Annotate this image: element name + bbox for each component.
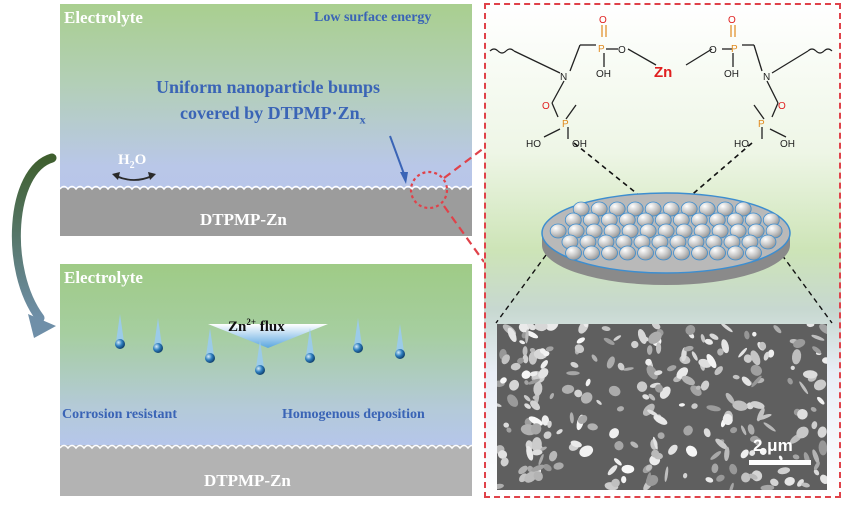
atom-ho-right: HO: [734, 139, 749, 150]
nanoparticle-bump: [590, 201, 608, 217]
flux-arrow: [208, 324, 328, 348]
nanoparticle-bump: [626, 201, 644, 217]
zn-droplet: [255, 340, 265, 375]
nanoparticle-bump: [680, 201, 698, 217]
atom-o-mid-right: O: [778, 101, 786, 112]
zn-droplet: [395, 324, 405, 359]
atom-ho-left: HO: [526, 139, 541, 150]
low-surface-energy-label: Low surface energy: [314, 10, 432, 25]
atom-oh-left: OH: [572, 139, 587, 150]
nanoparticle-bump: [662, 201, 680, 217]
substrate-label-top: DTPMP-Zn: [200, 210, 287, 229]
water-label: H2O: [118, 152, 147, 171]
nanoparticle-bump: [734, 201, 752, 217]
atom-o-bridge-right: O: [709, 45, 717, 56]
nanoparticle-bump: [709, 245, 726, 261]
nanoparticle-bump: [583, 245, 600, 261]
top-panel-graphics: [60, 135, 472, 236]
nanoparticle-bump: [691, 245, 708, 261]
nanoparticle-bump: [716, 201, 734, 217]
zn-atom: Zn: [654, 64, 672, 81]
atom-p-top-right: P: [731, 44, 738, 55]
atom-p-top-left: P: [598, 44, 605, 55]
atom-o-top-right: O: [728, 15, 736, 26]
transition-arrow: [11, 153, 57, 338]
nanoparticle-bump: [565, 245, 582, 261]
atom-oh-top-right: OH: [724, 69, 739, 80]
bumps-label-line2: covered by DTPMP·Znx: [180, 103, 366, 127]
atom-o-top-left: O: [599, 15, 607, 26]
nanoparticle-bump: [601, 245, 618, 261]
nanoparticle-bump: [637, 245, 654, 261]
bumps-label-line1: Uniform nanoparticle bumps: [156, 77, 381, 97]
flux-label: Zn2+ flux: [228, 317, 285, 335]
atom-n-left: N: [560, 72, 567, 83]
zoom-connector: [443, 147, 485, 263]
nanoparticle-bump: [644, 201, 662, 217]
scale-bar-label: 2 μm: [753, 436, 793, 455]
nanoparticle-bump: [727, 245, 744, 261]
zn-droplet: [153, 318, 163, 353]
atom-n-right: N: [763, 72, 770, 83]
nanoparticle-bump: [655, 245, 672, 261]
top-panel: Electrolyte Low surface energy Uniform n…: [60, 4, 472, 236]
sem-texture: [497, 324, 827, 490]
nanoparticle-bump: [698, 201, 716, 217]
nanoparticle-bump: [549, 223, 567, 239]
zoom-panel: N N P P O O O O OH OH Zn P P O O HO OH H…: [484, 3, 841, 498]
atom-o-mid-left: O: [542, 101, 550, 112]
nanoparticle-bump: [745, 245, 762, 261]
nanoparticle-bump: [572, 201, 590, 217]
electrolyte-label-top: Electrolyte: [64, 8, 143, 27]
corrosion-resistant-label: Corrosion resistant: [62, 407, 177, 422]
zn-droplet: [205, 328, 215, 363]
atom-o-bridge-left: O: [618, 45, 626, 56]
bottom-panel: Electrolyte Zn2+ flux Corrosion resistan…: [60, 264, 472, 496]
atom-oh-top-left: OH: [596, 69, 611, 80]
atom-p-bottom-left: P: [562, 119, 569, 130]
zn-droplet: [353, 318, 363, 353]
atom-p-bottom-right: P: [758, 119, 765, 130]
molecule-diagram: N N P P O O O O OH OH Zn P P O O HO OH H…: [489, 15, 833, 324]
nanoparticle-bump: [608, 201, 626, 217]
nanoparticle-bump: [759, 234, 777, 250]
atom-oh-right: OH: [780, 139, 795, 150]
zn-droplet: [115, 314, 125, 349]
bottom-panel-graphics: [60, 314, 472, 450]
homogenous-deposition-label: Homogenous deposition: [282, 407, 425, 422]
sem-image: 2 μm: [497, 324, 827, 490]
zn-droplet: [305, 328, 315, 363]
nanoparticle-bump: [619, 245, 636, 261]
nanoparticle-bump: [673, 245, 690, 261]
substrate-label-bottom: DTPMP-Zn: [204, 471, 291, 490]
electrolyte-label-bottom: Electrolyte: [64, 268, 143, 287]
